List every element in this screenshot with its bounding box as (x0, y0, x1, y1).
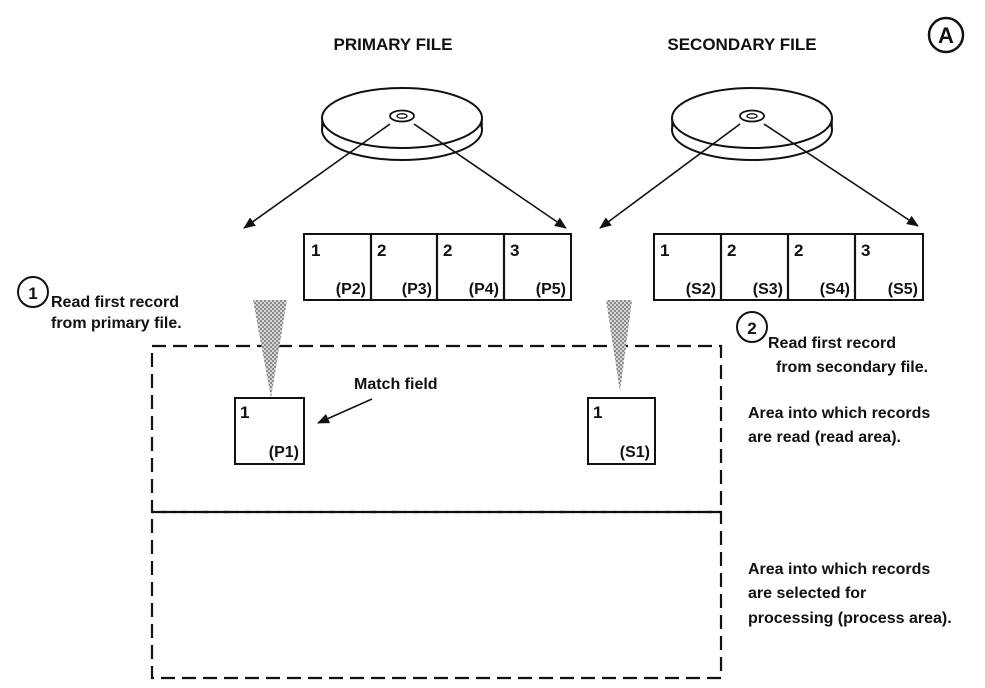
secondary-disk-icon (671, 87, 833, 161)
record-id: (S4) (820, 281, 850, 298)
secondary-record: 1 (S2) (660, 241, 716, 298)
record-key: 1 (240, 403, 249, 422)
record-key: 3 (861, 241, 870, 260)
secondary-record: 3 (S5) (861, 241, 918, 298)
secondary-record: 2 (S4) (794, 241, 850, 298)
primary-record: 1 (P2) (311, 241, 366, 298)
step-text: Read first record (768, 335, 896, 352)
record-key: 1 (593, 403, 602, 422)
process-area-box (150, 510, 723, 680)
read-area-label: Area into which records (748, 405, 930, 422)
step-number: 1 (28, 284, 37, 303)
primary-right-arrow (413, 123, 567, 229)
record-key: 3 (510, 241, 519, 260)
process-area-label: Area into which records (748, 561, 930, 578)
read-area-label: are read (read area). (748, 429, 901, 446)
record-id: (S1) (620, 444, 650, 461)
step-number: 2 (747, 319, 756, 338)
match-field-arrow (317, 398, 373, 424)
record-key: 2 (377, 241, 386, 260)
primary-record: 2 (P3) (377, 241, 432, 298)
primary-record: 2 (P4) (443, 241, 499, 298)
primary-record-strip: 1 (P2) 2 (P3) 2 (P4) 3 (P5) (303, 233, 572, 301)
record-key: 2 (727, 241, 736, 260)
record-key: 2 (794, 241, 803, 260)
secondary-right-arrow (763, 123, 919, 227)
secondary-file-title: SECONDARY FILE (667, 35, 816, 54)
process-area-label: are selected for (748, 585, 866, 602)
primary-disk-icon (321, 87, 483, 161)
record-id: (P3) (402, 281, 432, 298)
step-text: Read first record (51, 294, 179, 311)
step-2: 2 Read first record from secondary file. (736, 311, 928, 376)
record-key: 2 (443, 241, 452, 260)
corner-badge: A (927, 16, 965, 54)
primary-record: 3 (P5) (510, 241, 566, 298)
record-id: (P2) (336, 281, 366, 298)
step-text: from primary file. (51, 315, 182, 332)
primary-read-beam (253, 300, 287, 398)
record-id: (S2) (686, 281, 716, 298)
record-key: 1 (311, 241, 320, 260)
primary-read-record: 1 (P1) (234, 397, 305, 465)
corner-badge-letter: A (938, 23, 954, 48)
match-field-label: Match field (354, 376, 438, 393)
primary-left-arrow (243, 123, 391, 229)
process-area-label: processing (process area). (748, 610, 952, 627)
secondary-record-strip: 1 (S2) 2 (S3) 2 (S4) 3 (S5) (653, 233, 924, 301)
record-id: (S5) (888, 281, 918, 298)
record-id: (P1) (269, 444, 299, 461)
secondary-read-beam (606, 300, 632, 392)
record-id: (S3) (753, 281, 783, 298)
secondary-left-arrow (599, 123, 741, 229)
secondary-read-record: 1 (S1) (587, 397, 656, 465)
record-id: (P5) (536, 281, 566, 298)
record-id: (P4) (469, 281, 499, 298)
step-1: 1 Read first record from primary file. (17, 276, 182, 332)
primary-file-title: PRIMARY FILE (333, 35, 452, 54)
record-key: 1 (660, 241, 669, 260)
step-text: from secondary file. (776, 359, 928, 376)
secondary-record: 2 (S3) (727, 241, 783, 298)
